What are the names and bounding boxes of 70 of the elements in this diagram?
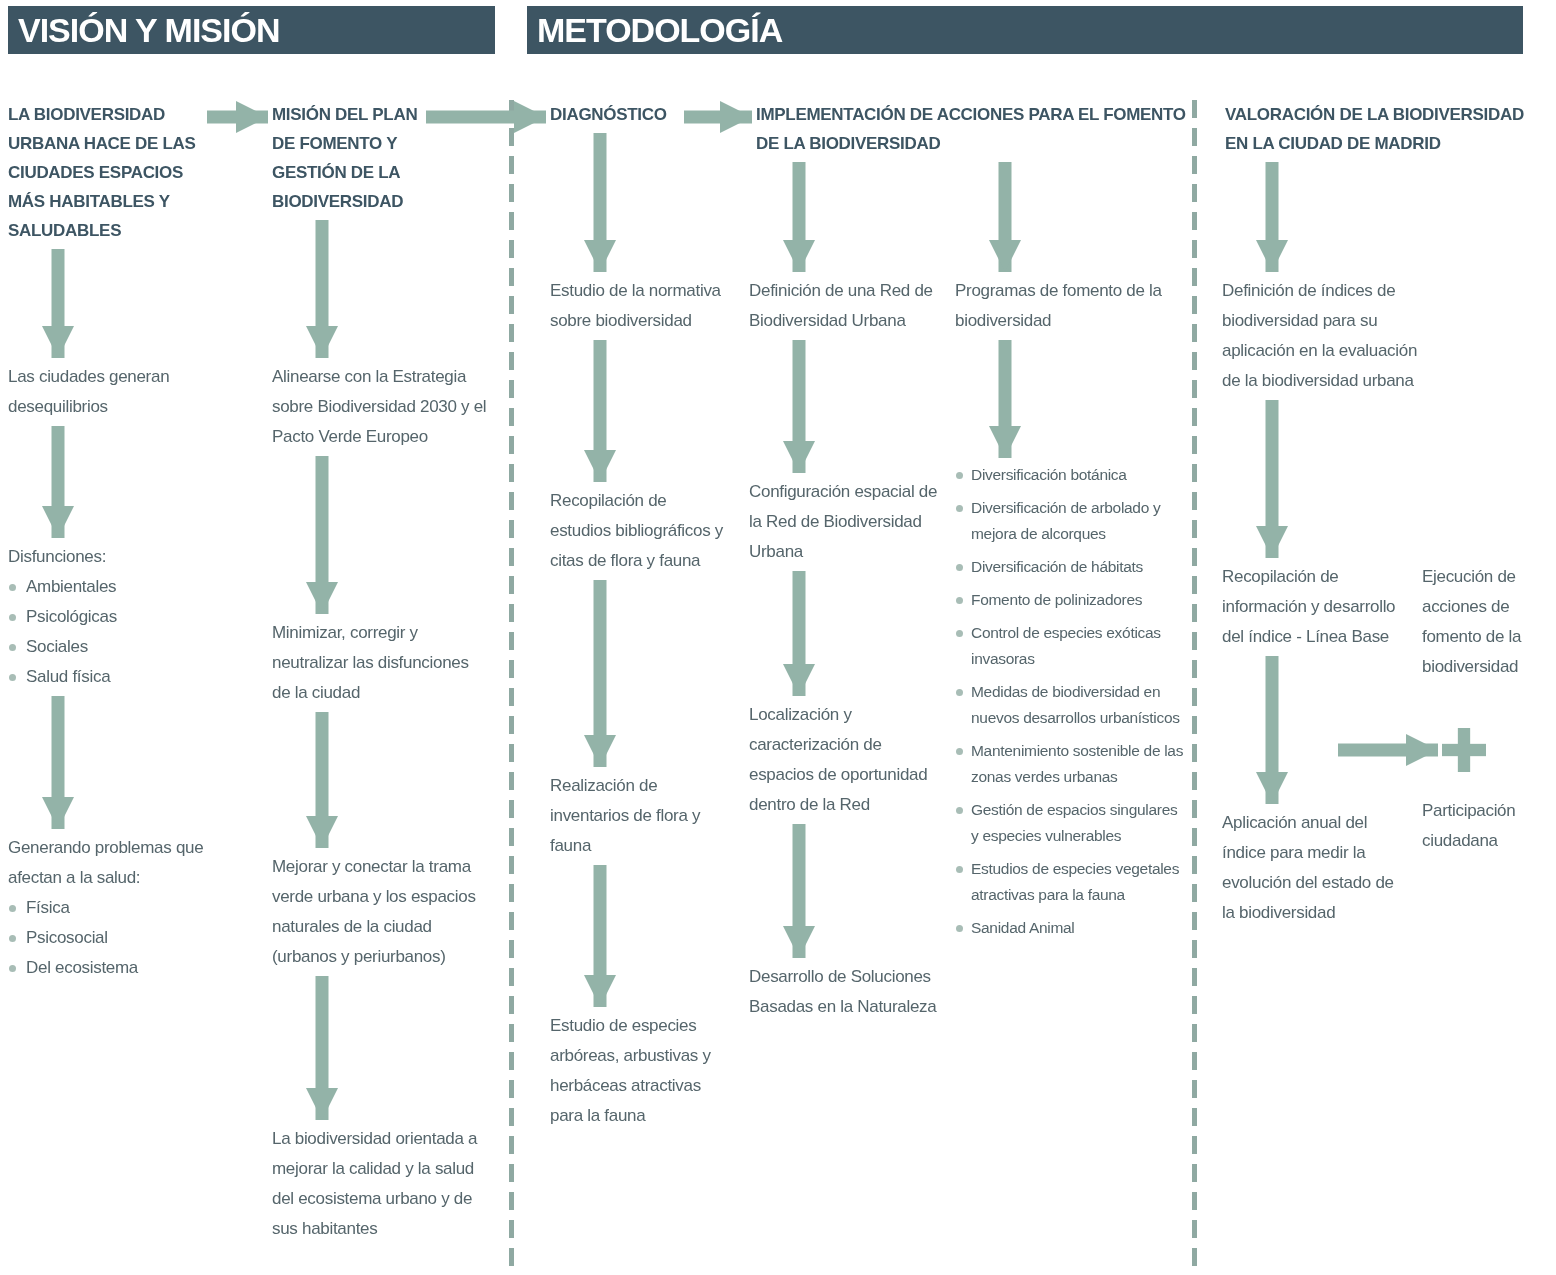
step-text: Aplicación anual del índice para medir la evolución del estado de la biodiversidad xyxy=(1222,808,1402,928)
arrow xyxy=(1256,656,1288,804)
bullet-item: Psicológicas xyxy=(8,602,238,632)
section-title: VISIÓN Y MISIÓN xyxy=(18,13,280,47)
arrow xyxy=(783,824,815,958)
arrow xyxy=(42,426,74,538)
arrow xyxy=(1256,162,1288,272)
bullet-item: Gestión de espacios singulares y especies vulnerables xyxy=(955,797,1185,849)
arrow xyxy=(207,101,268,133)
arrow xyxy=(684,101,752,133)
arrow xyxy=(42,249,74,358)
bullet-item: Estudios de especies vegetales atractivas para la fauna xyxy=(955,856,1185,908)
arrow xyxy=(783,571,815,696)
arrow xyxy=(426,101,546,133)
bullet-item: Control de especies exóticas invasoras xyxy=(955,620,1185,672)
step-heading: DIAGNÓSTICO xyxy=(550,100,680,129)
list-heading: Generando problemas que afectan a la salud: xyxy=(8,837,205,889)
bullet-item: Diversificación botánica xyxy=(955,462,1185,488)
bullet-item: Del ecosistema xyxy=(8,953,248,983)
step-text: Definición de índices de biodiversidad para su aplicación en la evaluación de la biodiversidad urbana xyxy=(1222,276,1422,396)
step-text: Localización y caracterización de espacios de oportunidad dentro de la Red xyxy=(749,700,939,820)
step-text: Configuración espacial de la Red de Biodiversidad Urbana xyxy=(749,477,939,567)
step-text: Participación ciudadana xyxy=(1422,796,1552,856)
arrow xyxy=(306,712,338,848)
step-text: Alinearse con la Estrategia sobre Biodiversidad 2030 y el Pacto Verde Europeo xyxy=(272,362,487,452)
bullet-item: Física xyxy=(8,893,248,923)
step-text: Programas de fomento de la biodiversidad xyxy=(955,276,1180,336)
step-text: Estudio de la normativa sobre biodiversidad xyxy=(550,276,730,336)
bullet-item: Psicosocial xyxy=(8,923,248,953)
arrow xyxy=(783,340,815,473)
step-text: Desarrollo de Soluciones Basadas en la Naturaleza xyxy=(749,962,939,1022)
arrow xyxy=(584,133,616,272)
arrow xyxy=(42,696,74,829)
step-text: Realización de inventarios de flora y fauna xyxy=(550,771,730,861)
arrow xyxy=(306,976,338,1120)
arrow xyxy=(584,580,616,767)
step-heading: IMPLEMENTACIÓN DE ACCIONES PARA EL FOMENTO DE LA BIODIVERSIDAD xyxy=(756,100,1186,158)
step-heading: MISIÓN DEL PLAN DE FOMENTO Y GESTIÓN DE LA BIODIVERSIDAD xyxy=(272,100,422,216)
arrow xyxy=(783,162,815,272)
bullet-item: Fomento de polinizadores xyxy=(955,587,1185,613)
list-heading: Disfunciones: xyxy=(8,546,108,568)
step-text: Estudio de especies arbóreas, arbustivas y herbáceas atractivas para la fauna xyxy=(550,1011,735,1131)
plus-sign xyxy=(1442,728,1486,772)
step-text: Las ciudades generan desequilibrios xyxy=(8,362,238,422)
arrow xyxy=(584,340,616,482)
arrow xyxy=(306,456,338,614)
bullet-item: Diversificación de arbolado y mejora de alcorques xyxy=(955,495,1185,547)
step-text: Mejorar y conectar la trama verde urbana y los espacios naturales de la ciudad (urbanos y periurbanos) xyxy=(272,852,487,972)
bullet-item: Sociales xyxy=(8,632,238,662)
section-title: METODOLOGÍA xyxy=(537,13,783,47)
bullet-item: Mantenimiento sostenible de las zonas verdes urbanas xyxy=(955,738,1185,790)
step-text: Minimizar, corregir y neutralizar las disfunciones de la ciudad xyxy=(272,618,487,708)
arrow xyxy=(989,162,1021,272)
bullet-item: Sanidad Animal xyxy=(955,915,1185,941)
step-heading: LA BIODIVERSIDAD URBANA HACE DE LAS CIUDADES ESPACIOS MÁS HABITABLES Y SALUDABLES xyxy=(8,100,203,245)
step-text: La biodiversidad orientada a mejorar la calidad y la salud del ecosistema urbano y de sus habitantes xyxy=(272,1124,490,1244)
arrow xyxy=(1256,400,1288,558)
bullet-item: Salud física xyxy=(8,662,238,692)
bullet-item: Ambientales xyxy=(8,572,238,602)
step-text: Recopilación de estudios bibliográficos y citas de flora y fauna xyxy=(550,486,730,576)
step-text: Definición de una Red de Biodiversidad Urbana xyxy=(749,276,939,336)
step-heading: VALORACIÓN DE LA BIODIVERSIDAD EN LA CIUDAD DE MADRID xyxy=(1225,100,1525,158)
step-text: Ejecución de acciones de fomento de la biodiversidad xyxy=(1422,562,1552,682)
bullet-item: Medidas de biodiversidad en nuevos desarrollos urbanísticos xyxy=(955,679,1185,731)
bullet-item: Diversificación de hábitats xyxy=(955,554,1185,580)
arrow xyxy=(306,220,338,358)
arrow xyxy=(1338,734,1438,766)
arrow xyxy=(989,340,1021,458)
step-text: Recopilación de información y desarrollo del índice - Línea Base xyxy=(1222,562,1402,652)
arrow xyxy=(584,865,616,1007)
